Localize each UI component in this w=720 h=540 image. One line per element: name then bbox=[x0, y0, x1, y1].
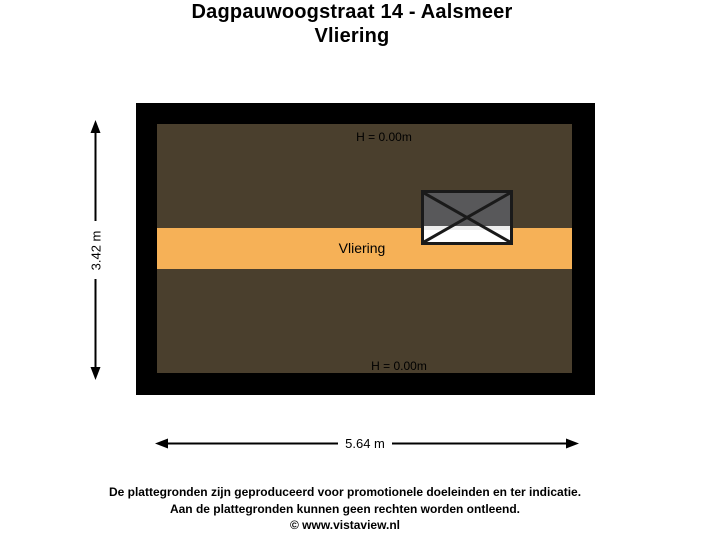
ceiling-height-label-bottom: H = 0.00m bbox=[371, 359, 427, 373]
disclaimer-footer: De plattegronden zijn geproduceerd voor … bbox=[0, 484, 690, 534]
credit-line: © www.vistaview.nl bbox=[290, 518, 400, 532]
cross-lines-icon bbox=[424, 193, 510, 242]
title-address: Dagpauwoogstraat 14 - Aalsmeer bbox=[191, 1, 513, 23]
horizontal-dimension-label: 5.64 m bbox=[338, 432, 392, 455]
disclaimer-line-1: De plattegronden zijn geproduceerd voor … bbox=[108, 485, 582, 499]
ceiling-height-label-top: H = 0.00m bbox=[356, 130, 412, 144]
room-label: Vliering bbox=[338, 240, 386, 256]
stair-opening-symbol bbox=[421, 190, 513, 245]
page-title: Dagpauwoogstraat 14 - Aalsmeer Vliering bbox=[0, 0, 704, 48]
title-floor: Vliering bbox=[314, 25, 390, 47]
vertical-dimension-label: 3.42 m bbox=[85, 221, 106, 279]
disclaimer-line-2: Aan de plattegronden kunnen geen rechten… bbox=[169, 501, 521, 516]
